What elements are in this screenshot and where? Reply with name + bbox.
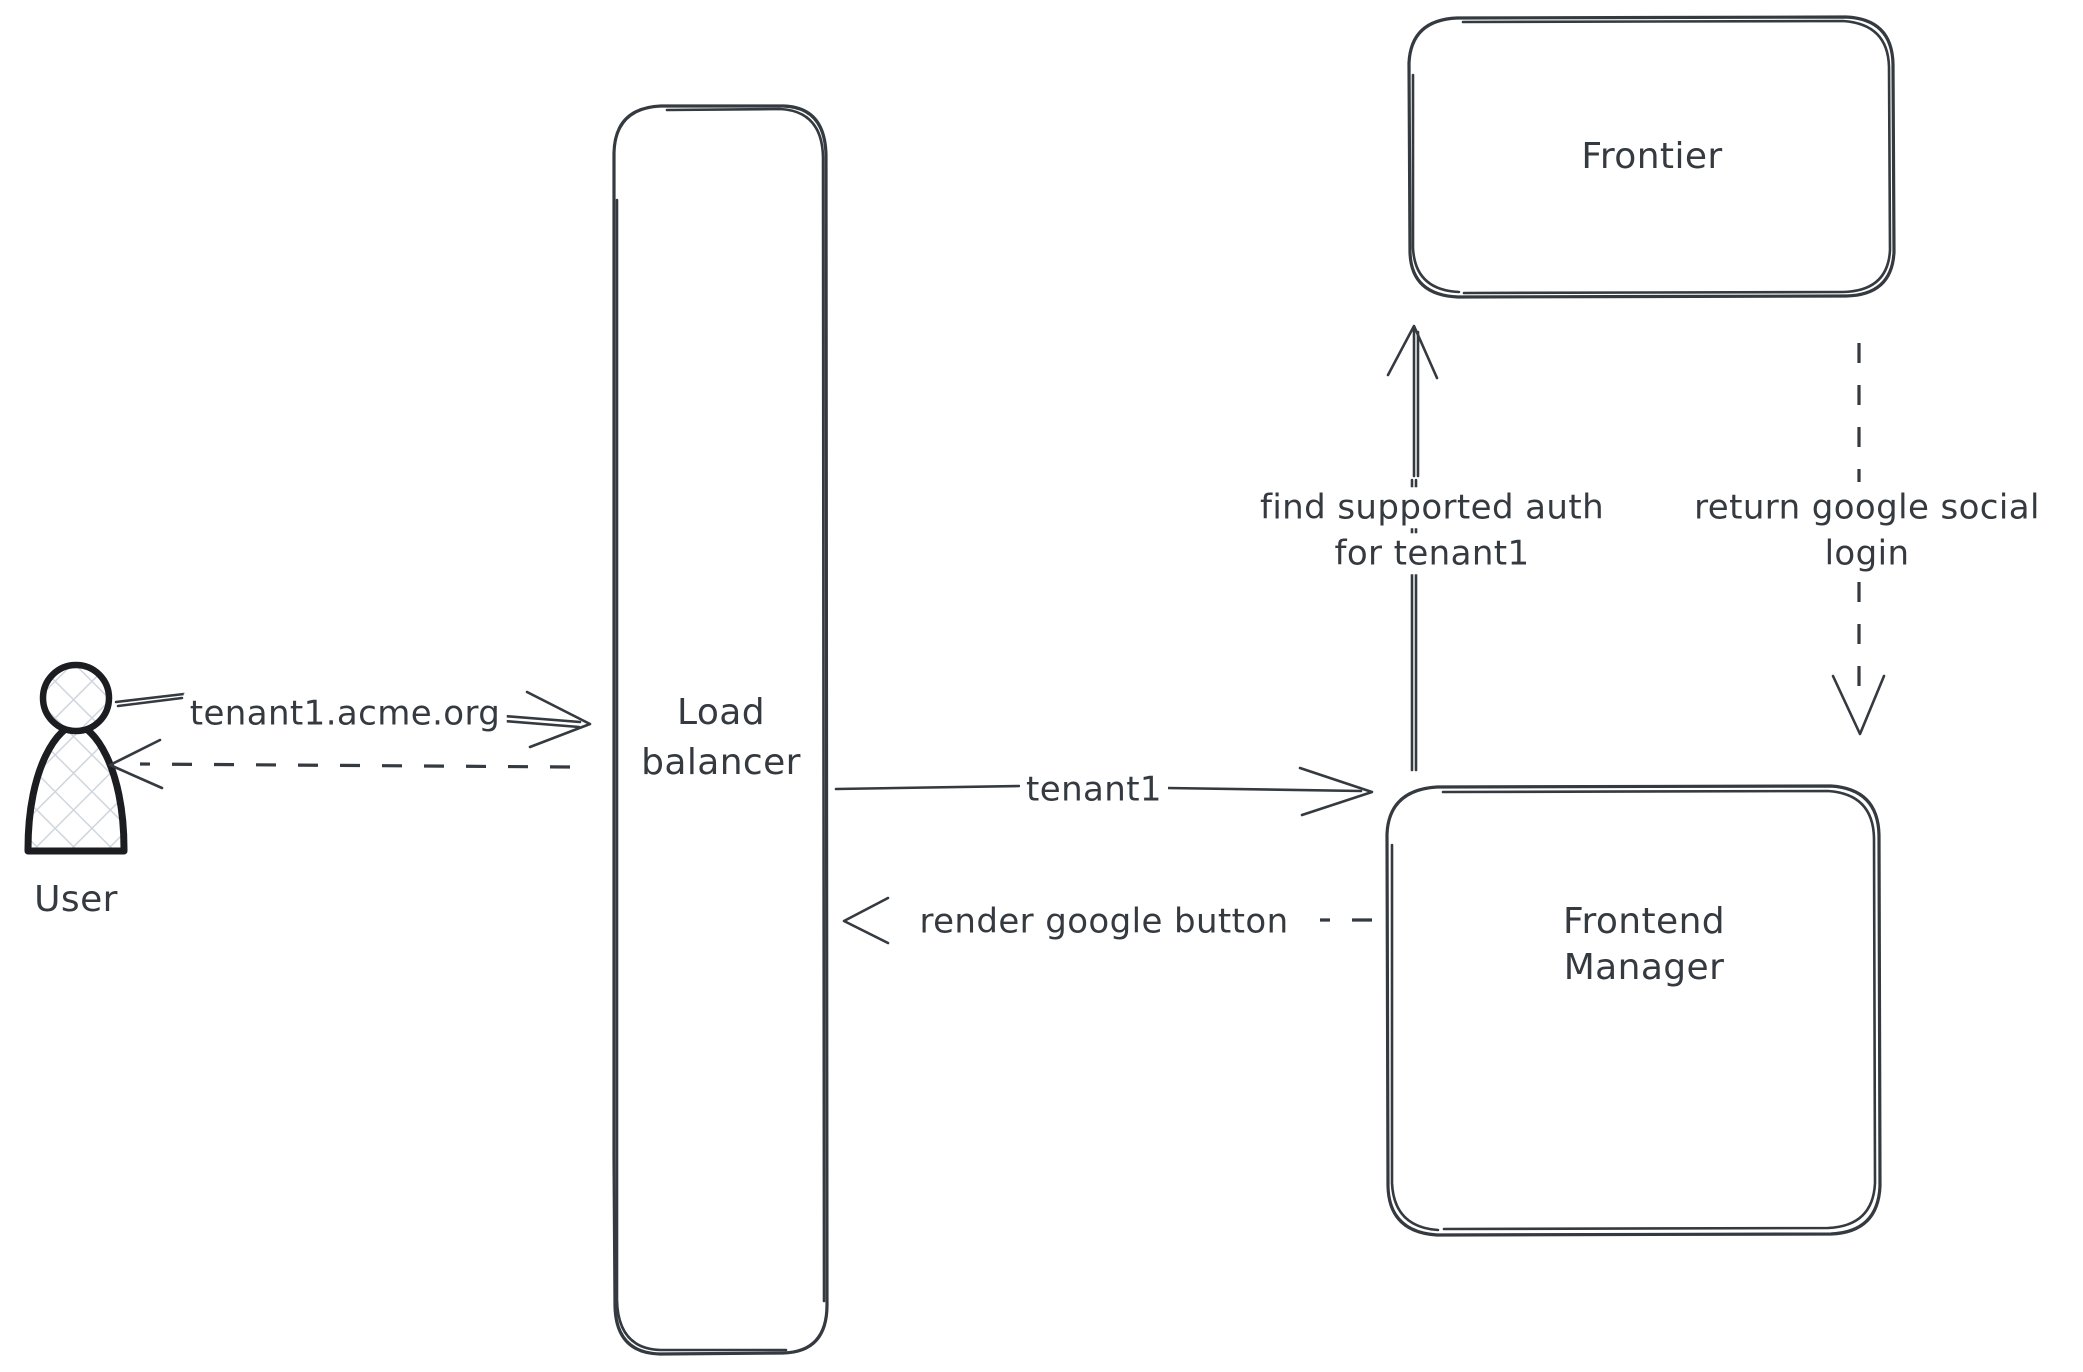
frontier-label: Frontier [1581, 136, 1723, 178]
edge-load-balancer-to-frontend-manager[interactable] [834, 766, 1374, 817]
user-icon [24, 661, 128, 855]
edge-label-tenant-domain: tenant1.acme.org [183, 693, 507, 735]
load-balancer-label-line2: balancer [641, 742, 801, 784]
edge-label-find-auth-line2: for tenant1 [1328, 533, 1536, 575]
edge-frontier-to-frontend-manager[interactable] [1831, 343, 1886, 736]
edge-load-balancer-to-user[interactable] [108, 738, 571, 790]
load-balancer-label-line1: Load [677, 692, 765, 734]
frontend-manager-shape[interactable] [1385, 784, 1882, 1237]
edge-label-find-auth-line1: find supported auth [1253, 487, 1611, 529]
frontend-manager-label-line1: Frontend [1562, 901, 1726, 943]
frontend-manager-label-line2: Manager [1563, 947, 1725, 989]
edge-label-return-login-line2: login [1818, 533, 1916, 575]
load-balancer-shape[interactable] [612, 104, 829, 1356]
user-label: User [34, 879, 118, 921]
edge-label-return-login-line1: return google social [1688, 487, 2046, 529]
edge-frontend-manager-to-load-balancer[interactable] [842, 896, 1372, 945]
edge-label-render-google-button: render google button [913, 901, 1295, 943]
frontier-shape[interactable] [1407, 15, 1896, 299]
edge-label-tenant1: tenant1 [1020, 769, 1168, 811]
edge-user-to-load-balancer[interactable] [114, 690, 592, 749]
